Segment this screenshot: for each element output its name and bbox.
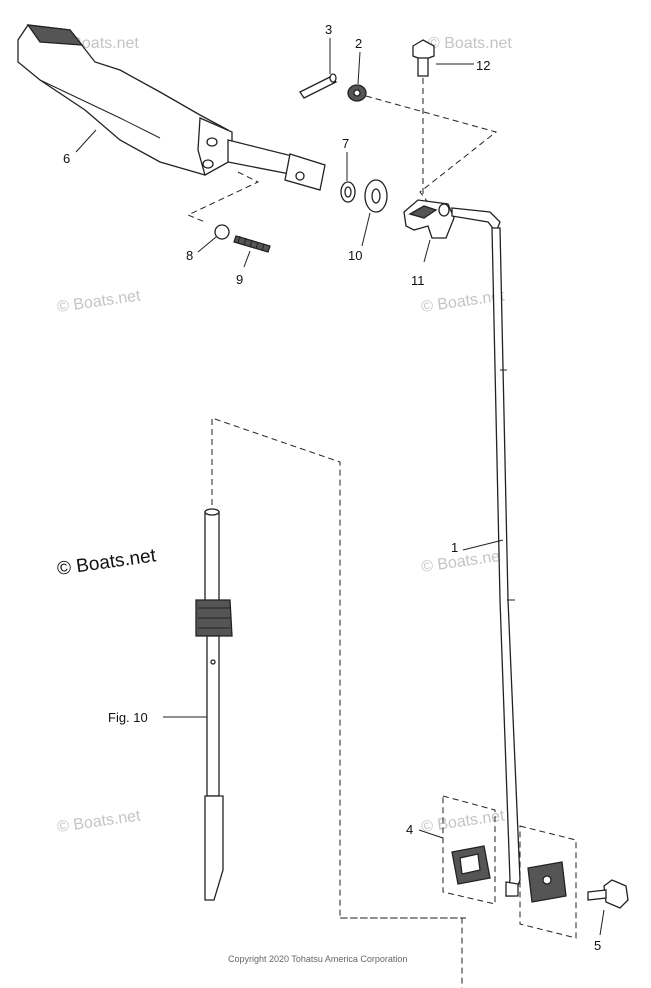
- callout-12: 12: [476, 58, 490, 73]
- leader-6: [75, 129, 97, 153]
- clip-part-4-right: [519, 825, 577, 939]
- callout-7: 7: [342, 136, 349, 151]
- clip-part-4-left: [442, 795, 496, 905]
- leader-8: [197, 236, 217, 253]
- callout-5: 5: [594, 938, 601, 953]
- large-washer-part-10: [364, 179, 388, 213]
- copyright-text: Copyright 2020 Tohatsu America Corporati…: [228, 954, 407, 964]
- small-washer-part-7: [340, 181, 356, 203]
- leader-4: [418, 829, 444, 839]
- callout-3: 3: [325, 22, 332, 37]
- leader-9: [243, 250, 251, 268]
- callout-fig-10: Fig. 10: [108, 710, 148, 725]
- callout-6: 6: [63, 151, 70, 166]
- washer-part-2: [347, 84, 367, 102]
- shift-shaft-fig-10: [195, 508, 233, 901]
- bolt-part-5: [587, 879, 629, 909]
- callout-1: 1: [451, 540, 458, 555]
- spring-part-9: [233, 235, 271, 253]
- callout-10: 10: [348, 248, 362, 263]
- alignment-line-shaft: [186, 171, 260, 223]
- watermark-7: © Boats.net: [420, 807, 506, 836]
- watermark-main: © Boats.net: [56, 545, 158, 580]
- callout-8: 8: [186, 248, 193, 263]
- leader-2: [357, 51, 361, 85]
- tiller-handle-part-6: [17, 24, 326, 191]
- leader-1: [462, 539, 504, 551]
- watermark-2: © Boats.net: [428, 35, 512, 52]
- callout-9: 9: [236, 272, 243, 287]
- rod-part-1: [451, 207, 521, 897]
- watermark-6: © Boats.net: [56, 807, 142, 836]
- watermark-3: © Boats.net: [56, 287, 142, 316]
- leader-11: [423, 239, 431, 263]
- callout-4: 4: [406, 822, 413, 837]
- leader-10: [361, 212, 371, 247]
- bracket-part-11: [403, 199, 455, 239]
- pin-part-3: [299, 73, 337, 99]
- leader-5: [599, 909, 605, 936]
- ball-part-8: [214, 224, 230, 240]
- watermark-5: © Boats.net: [420, 547, 506, 576]
- bolt-part-12: [412, 39, 435, 77]
- alignment-line-shift: [211, 417, 463, 988]
- callout-2: 2: [355, 36, 362, 51]
- callout-11: 11: [411, 273, 425, 288]
- alignment-line-washer: [365, 95, 498, 206]
